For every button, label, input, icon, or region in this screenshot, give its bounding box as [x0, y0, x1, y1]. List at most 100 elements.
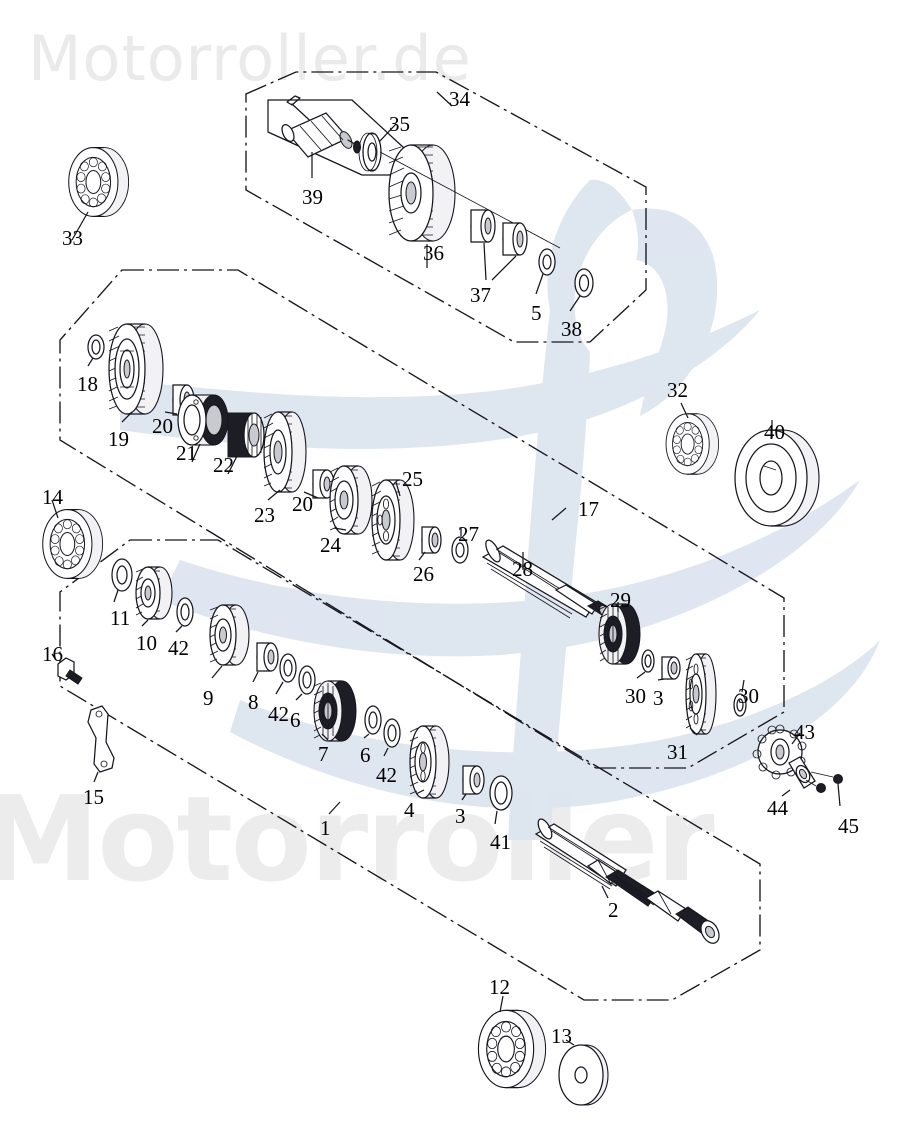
callout-ball-bearing-33[interactable]: 33 — [62, 226, 83, 250]
callout-kick-starter-gear-36[interactable]: 36 — [423, 241, 444, 265]
leader-3b — [461, 793, 467, 801]
callout-sprocket-retainer-plate-44[interactable]: 44 — [767, 796, 788, 820]
leader-3 — [657, 678, 665, 681]
callout-sprocket-bolt-45[interactable]: 45 — [838, 814, 859, 838]
leader-14 — [51, 499, 59, 519]
part-30b-circlip — [733, 693, 747, 717]
leader-2 — [601, 885, 609, 899]
callout-shift-fork-guide-15[interactable]: 15 — [83, 785, 104, 809]
leader-11 — [113, 589, 119, 603]
leader-5 — [535, 273, 544, 295]
callout-kick-starter-shaft-39[interactable]: 39 — [302, 185, 323, 209]
callout-primary-driven-gear-19[interactable]: 19 — [108, 427, 129, 451]
callout-circlip-30[interactable]: 30 — [625, 684, 646, 708]
part-33-ball-bearing — [68, 147, 130, 217]
callout-washer-6b[interactable]: 6 — [360, 743, 371, 767]
leader-18 — [87, 357, 94, 367]
part-36-kick-starter-gear — [388, 144, 456, 242]
part-21-clutch-hub — [177, 394, 229, 446]
callout-mainshaft-assembly-1[interactable]: 1 — [320, 816, 331, 840]
callout-thrust-washer-11[interactable]: 11 — [110, 606, 131, 630]
callout-countershaft-28[interactable]: 28 — [512, 557, 533, 581]
callout-circlip-42[interactable]: 42 — [168, 636, 189, 660]
callout-bushing-3b[interactable]: 3 — [455, 804, 466, 828]
callout-mainshaft-gear-9[interactable]: 9 — [203, 686, 214, 710]
leader-44 — [781, 789, 791, 797]
part-7-sliding-gear — [313, 680, 357, 742]
part-39-kick-starter-shaft — [281, 95, 361, 158]
leader-15 — [93, 771, 99, 783]
callout-bushing-3[interactable]: 3 — [653, 686, 664, 710]
callout-oil-seal-cap-13[interactable]: 13 — [551, 1024, 572, 1048]
part-13-oil-seal-cap — [558, 1044, 609, 1106]
callout-washer-27[interactable]: 27 — [458, 522, 479, 546]
callout-sliding-gear-7[interactable]: 7 — [318, 742, 329, 766]
leader-31 — [689, 727, 698, 736]
callout-washer-35[interactable]: 35 — [389, 112, 410, 136]
callout-countershaft-assembly-17[interactable]: 17 — [578, 497, 599, 521]
callout-bushing-collar-37[interactable]: 37 — [470, 283, 491, 307]
part-6a-washer — [298, 665, 316, 695]
part-18-snap-ring — [87, 334, 105, 360]
part-41-washer — [489, 775, 513, 811]
callout-ball-bearing-32[interactable]: 32 — [667, 378, 688, 402]
callout-bushing-26[interactable]: 26 — [413, 562, 434, 586]
leader-41 — [494, 810, 498, 825]
callout-thrust-washer-20[interactable]: 20 — [152, 414, 173, 438]
callout-mainshaft-gear-4[interactable]: 4 — [404, 798, 415, 822]
part-26-bushing — [421, 526, 442, 554]
part-38-washer — [574, 268, 594, 298]
leader-6b — [363, 733, 370, 739]
part-16-shift-fork-bolt — [57, 657, 83, 685]
part-42c-circlip — [383, 718, 401, 748]
callout-sliding-gear-29[interactable]: 29 — [610, 588, 631, 612]
callout-countershaft-gear-25[interactable]: 25 — [402, 467, 423, 491]
callout-clutch-hub-21[interactable]: 21 — [176, 441, 197, 465]
part-2-mainshaft — [534, 818, 720, 944]
leader-20a — [164, 411, 178, 415]
callout-washer-41[interactable]: 41 — [490, 830, 511, 854]
part-9-mainshaft-gear — [209, 604, 250, 666]
part-23-counter-gear — [263, 411, 307, 493]
leader-22 — [227, 455, 238, 475]
callout-oil-seal-40[interactable]: 40 — [764, 420, 785, 444]
leader-24 — [333, 527, 347, 531]
callout-washer-6[interactable]: 6 — [290, 708, 301, 732]
leader-21 — [191, 443, 201, 463]
part-45-sprocket-bolts — [805, 771, 843, 793]
callout-mainshaft-gear-10[interactable]: 10 — [136, 631, 157, 655]
leader-42b — [275, 681, 284, 695]
callout-circlip-42b[interactable]: 42 — [268, 702, 289, 726]
part-25-countershaft-gear — [371, 479, 415, 561]
leader-17 — [551, 507, 567, 521]
leader-16 — [51, 653, 57, 661]
callout-final-driven-gear-31[interactable]: 31 — [667, 740, 688, 764]
callout-countershaft-gear-24[interactable]: 24 — [320, 533, 341, 557]
part-42a-circlip — [176, 597, 194, 627]
leader-32 — [680, 402, 689, 419]
leader-43 — [791, 732, 801, 745]
leader-23 — [267, 489, 281, 501]
callout-ball-bearing-14[interactable]: 14 — [42, 485, 63, 509]
callout-circlip-30b[interactable]: 30 — [738, 684, 759, 708]
callout-circlip-42c[interactable]: 42 — [376, 763, 397, 787]
callout-drive-sprocket-43[interactable]: 43 — [794, 720, 815, 744]
leader-19 — [121, 411, 133, 423]
callout-shift-fork-bolt-16[interactable]: 16 — [42, 642, 63, 666]
part-3-bushing — [661, 656, 681, 680]
callout-needle-roller-bearing-22[interactable]: 22 — [213, 453, 234, 477]
leader-13 — [565, 1039, 575, 1046]
callout-ball-bearing-12[interactable]: 12 — [489, 975, 510, 999]
callout-snap-ring-18[interactable]: 18 — [77, 372, 98, 396]
leader-42c — [383, 747, 389, 757]
callout-circlip-washer-5[interactable]: 5 — [531, 301, 542, 325]
callout-shim-washer-38[interactable]: 38 — [561, 317, 582, 341]
part-8-bushing — [256, 642, 279, 672]
group-outline-34 — [245, 71, 647, 343]
part-22-needle-roller-bearing — [227, 412, 265, 458]
callout-thrust-washer-20b[interactable]: 20 — [292, 492, 313, 516]
callout-bushing-8[interactable]: 8 — [248, 690, 259, 714]
callout-mainshaft-2[interactable]: 2 — [608, 898, 619, 922]
callout-counter-gear-23[interactable]: 23 — [254, 503, 275, 527]
callout-kickstarter-assembly-34[interactable]: 34 — [449, 87, 470, 111]
